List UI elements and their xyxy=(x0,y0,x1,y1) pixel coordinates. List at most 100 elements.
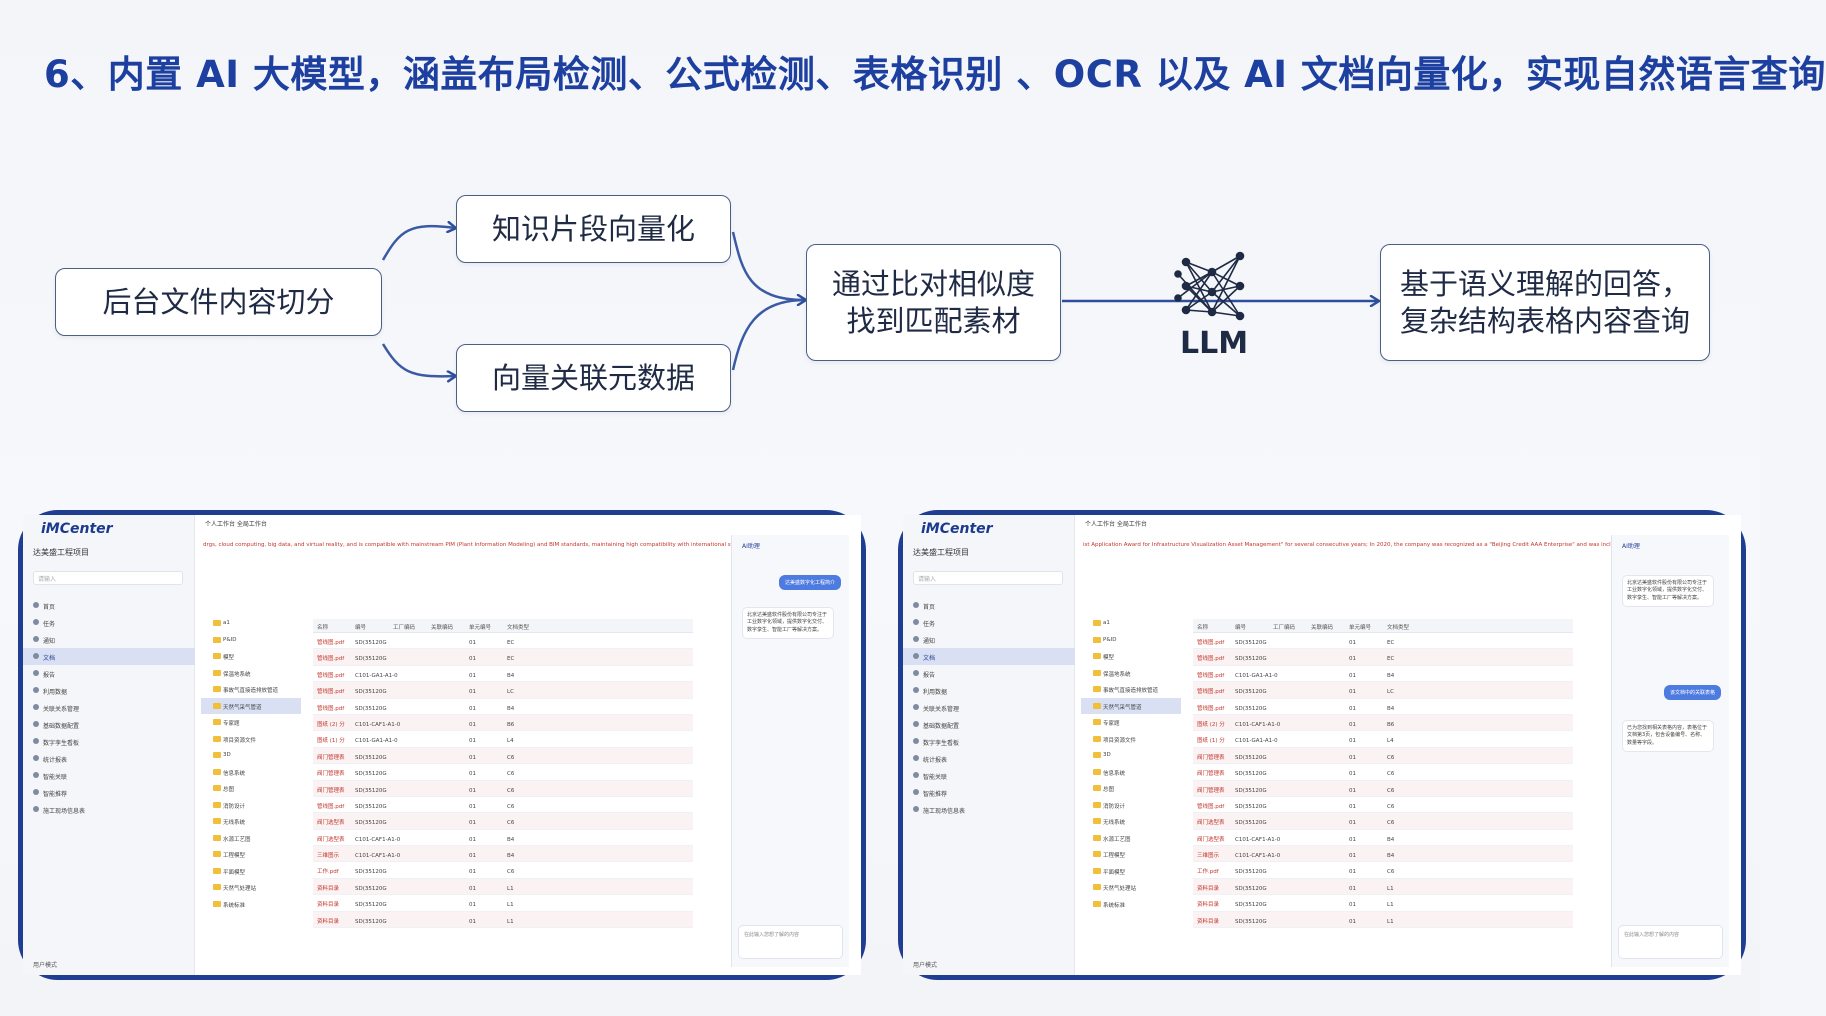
tree-folder-item[interactable]: 水源工艺图 xyxy=(1081,830,1181,847)
tree-folder-item[interactable]: 消防设计 xyxy=(1081,797,1181,814)
tree-folder-item[interactable]: 事故气直接造排放管道 xyxy=(201,681,301,698)
sidebar-item[interactable]: 报告 xyxy=(903,665,1075,682)
column-header[interactable]: 关联编码 xyxy=(1311,625,1334,631)
sidebar-item[interactable]: 通知 xyxy=(903,631,1075,648)
tree-folder-item[interactable]: 无线系统 xyxy=(1081,813,1181,830)
tree-folder-item[interactable]: a1 xyxy=(1081,615,1181,632)
tree-folder-item[interactable]: 天然气处理站 xyxy=(1081,879,1181,896)
tree-folder-item[interactable]: 系统标准 xyxy=(201,896,301,913)
tree-folder-item[interactable]: 工程模型 xyxy=(201,846,301,863)
tree-folder-item[interactable]: 总图 xyxy=(1081,780,1181,797)
tree-folder-item[interactable]: 信息系统 xyxy=(1081,764,1181,781)
sidebar-item[interactable]: 智能推荐 xyxy=(23,784,195,801)
sidebar-item[interactable]: 数字孪生看板 xyxy=(23,733,195,750)
workspace-tabs[interactable]: 个人工作台 全局工作台 xyxy=(205,521,267,528)
tree-folder-item[interactable]: 保温地系统 xyxy=(1081,665,1181,682)
column-header[interactable]: 关联编码 xyxy=(431,625,454,631)
tree-folder-item[interactable]: 项目资源文件 xyxy=(201,731,301,748)
tree-folder-item[interactable]: 专家题 xyxy=(1081,714,1181,731)
sidebar-item[interactable]: 智能推荐 xyxy=(903,784,1075,801)
sidebar-item[interactable]: 关联关系管理 xyxy=(903,699,1075,716)
sidebar-item[interactable]: 基础数据配置 xyxy=(903,716,1075,733)
sidebar-search-input[interactable]: 请输入 xyxy=(33,571,183,585)
sidebar-item[interactable]: 任务 xyxy=(23,614,195,631)
column-header[interactable]: 编号 xyxy=(355,625,367,631)
column-header[interactable]: 单元编号 xyxy=(1349,625,1372,631)
tree-folder-item[interactable]: 3D xyxy=(201,747,301,764)
column-header[interactable]: 名称 xyxy=(1197,625,1209,631)
tree-folder-item[interactable]: 项目资源文件 xyxy=(1081,731,1181,748)
sidebar-item[interactable]: 数字孪生看板 xyxy=(903,733,1075,750)
ai-chat-input[interactable]: 在此输入您想了解的内容 xyxy=(1618,925,1723,959)
sidebar-item[interactable]: 利用数据 xyxy=(23,682,195,699)
tree-folder-item[interactable]: 保温地系统 xyxy=(201,665,301,682)
sidebar-item[interactable]: 施工现场信息表 xyxy=(23,801,195,818)
sidebar-item[interactable]: 施工现场信息表 xyxy=(903,801,1075,818)
column-header[interactable]: 单元编号 xyxy=(469,625,492,631)
sidebar-item[interactable]: 利用数据 xyxy=(903,682,1075,699)
sidebar-item[interactable]: 基础数据配置 xyxy=(23,716,195,733)
sidebar-item[interactable]: 智能关联 xyxy=(903,767,1075,784)
tree-folder-item[interactable]: 模型 xyxy=(1081,648,1181,665)
tree-folder-item[interactable]: 事故气直接造排放管道 xyxy=(1081,681,1181,698)
tree-folder-item[interactable]: P&ID xyxy=(1081,632,1181,649)
tree-folder-item[interactable]: P&ID xyxy=(201,632,301,649)
column-header[interactable]: 工厂编码 xyxy=(393,625,416,631)
tree-folder-item[interactable]: 总图 xyxy=(201,780,301,797)
sidebar-item[interactable]: 通知 xyxy=(23,631,195,648)
tree-folder-item[interactable]: 消防设计 xyxy=(201,797,301,814)
tree-folder-item[interactable]: 系统标准 xyxy=(1081,896,1181,913)
workspace-tabs[interactable]: 个人工作台 全局工作台 xyxy=(1085,521,1147,528)
tree-folder-item[interactable]: 天然气处理站 xyxy=(201,879,301,896)
sidebar-item[interactable]: 任务 xyxy=(903,614,1075,631)
sidebar-item[interactable]: 报告 xyxy=(23,665,195,682)
tree-folder-item[interactable]: 水源工艺图 xyxy=(201,830,301,847)
tree-folder-item[interactable]: 平面模型 xyxy=(201,863,301,880)
tree-folder-item[interactable]: 无线系统 xyxy=(201,813,301,830)
sidebar-item[interactable]: 统计报表 xyxy=(903,750,1075,767)
tree-folder-item[interactable]: 工程模型 xyxy=(1081,846,1181,863)
sidebar-item[interactable]: 文档 xyxy=(23,648,195,665)
sidebar-item[interactable]: 关联关系管理 xyxy=(23,699,195,716)
column-header[interactable]: 文档类型 xyxy=(1387,625,1410,631)
sidebar-item[interactable]: 智能关联 xyxy=(23,767,195,784)
tree-folder-item[interactable]: 模型 xyxy=(201,648,301,665)
tree-folder-item[interactable]: 3D xyxy=(1081,747,1181,764)
sidebar-item[interactable]: 文档 xyxy=(903,648,1075,665)
column-header[interactable]: 文档类型 xyxy=(507,625,530,631)
sidebar-item[interactable]: 统计报表 xyxy=(23,750,195,767)
column-header[interactable]: 编号 xyxy=(1235,625,1247,631)
column-header[interactable]: 名称 xyxy=(317,625,329,631)
